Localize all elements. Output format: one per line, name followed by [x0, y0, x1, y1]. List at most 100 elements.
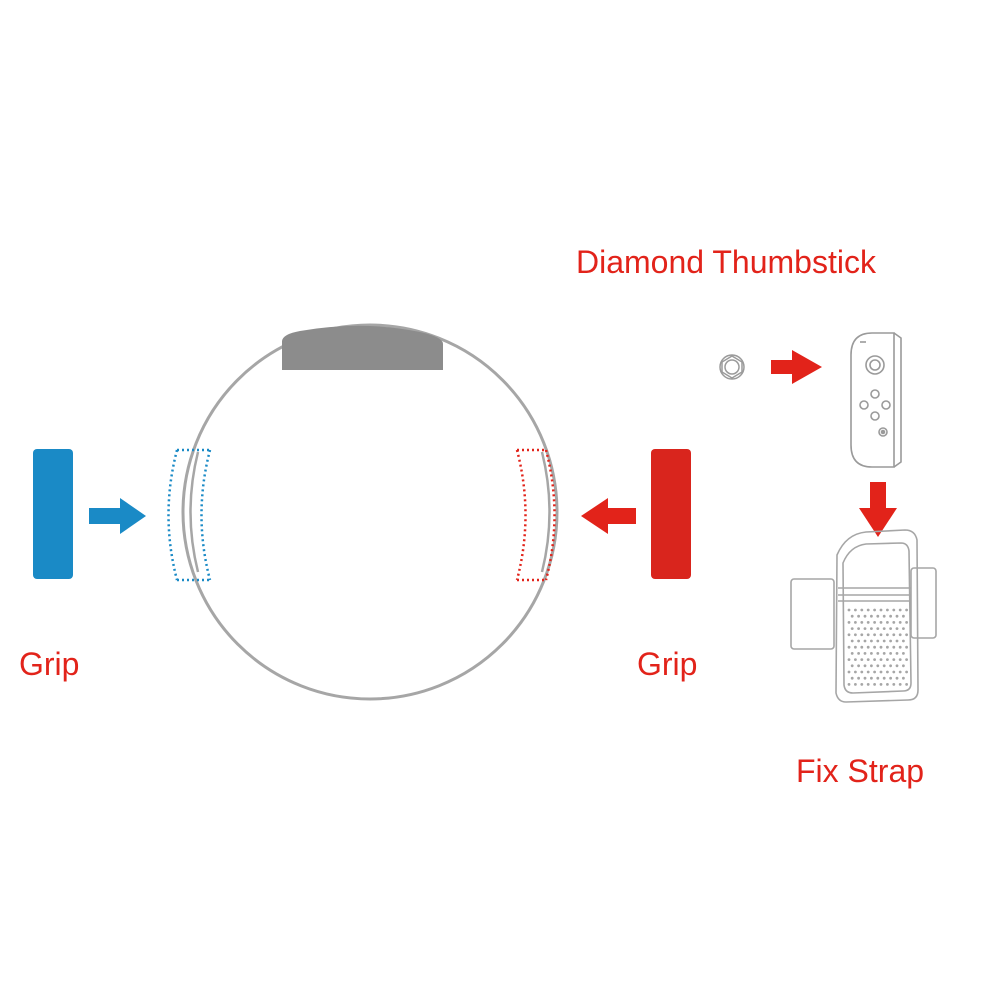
mesh-dot: [892, 633, 896, 637]
mesh-dot: [905, 645, 908, 649]
mesh-dot: [886, 670, 889, 674]
mesh-dot: [847, 621, 851, 624]
ring-top-handle: [282, 325, 443, 370]
mesh-dot: [857, 664, 860, 668]
mesh-dot: [863, 614, 867, 618]
mesh-dot: [866, 645, 870, 649]
mesh-dot: [850, 652, 854, 655]
mesh-dot: [898, 621, 902, 624]
mesh-dot: [857, 652, 860, 655]
mesh-dot: [902, 664, 905, 668]
mesh-dot: [895, 614, 899, 618]
diamond-thumbstick-label: Diamond Thumbstick: [576, 244, 876, 280]
mesh-dot: [889, 676, 892, 680]
left-grip-label: Grip: [19, 646, 80, 682]
mesh-dot: [879, 608, 883, 612]
mesh-dot: [902, 676, 905, 680]
mesh-dot: [866, 633, 870, 637]
joy-con-controller-icon: [850, 332, 902, 468]
right-grip-slot: [515, 448, 556, 582]
mesh-dot: [892, 621, 896, 624]
mesh-dot: [847, 645, 851, 649]
mesh-dot: [854, 633, 857, 637]
mesh-dot: [889, 664, 892, 668]
mesh-dot: [870, 676, 873, 680]
mesh-dot: [879, 670, 883, 674]
mesh-dot: [847, 683, 851, 686]
mesh-dot: [857, 614, 860, 618]
mesh-dot: [882, 639, 886, 643]
mesh-dot: [905, 658, 908, 661]
mesh-dot: [902, 639, 905, 643]
mesh-dot: [860, 645, 864, 649]
mesh-dot: [876, 676, 880, 680]
mesh-dot: [886, 633, 889, 637]
mesh-dot: [889, 614, 892, 618]
mesh-dot: [898, 633, 902, 637]
mesh-dot: [870, 639, 873, 643]
mesh-dot: [863, 652, 867, 655]
ring-con: [181, 323, 559, 701]
mesh-dot: [876, 652, 880, 655]
mesh-dot: [854, 608, 857, 612]
mesh-dot: [850, 664, 854, 668]
mesh-dot: [892, 683, 896, 686]
mesh-dot: [879, 621, 883, 624]
mesh-dot: [863, 639, 867, 643]
left-grip-arrow: [89, 498, 146, 534]
mesh-dot: [850, 639, 854, 643]
mesh-dot: [902, 652, 905, 655]
mesh-dot: [905, 633, 908, 637]
mesh-dot: [873, 683, 876, 686]
mesh-dot: [870, 614, 873, 618]
mesh-dot: [879, 683, 883, 686]
mesh-dot: [870, 664, 873, 668]
mesh-dot: [886, 683, 889, 686]
mesh-dot: [882, 652, 886, 655]
mesh-dot: [860, 683, 864, 686]
mesh-dot: [898, 683, 902, 686]
mesh-dot: [873, 608, 876, 612]
mesh-dot: [879, 633, 883, 637]
mesh-dot: [895, 627, 899, 630]
mesh-dot: [850, 676, 854, 680]
mesh-dot: [876, 639, 880, 643]
mesh-dot: [870, 627, 873, 630]
mesh-dot: [895, 664, 899, 668]
fix-strap-label: Fix Strap: [796, 753, 925, 789]
strap-mesh-pattern: [847, 608, 908, 686]
mesh-dot: [879, 658, 883, 661]
mesh-dot: [866, 621, 870, 624]
mesh-dot: [857, 676, 860, 680]
mesh-dot: [854, 658, 857, 661]
right-grip-label: Grip: [637, 646, 698, 682]
mesh-dot: [857, 627, 860, 630]
right-grip-arrow: [581, 498, 636, 534]
mesh-dot: [892, 608, 896, 612]
mesh-dot: [889, 627, 892, 630]
mesh-dot: [873, 658, 876, 661]
mesh-dot: [892, 645, 896, 649]
mesh-dot: [895, 652, 899, 655]
mesh-dot: [873, 633, 876, 637]
mesh-dot: [905, 683, 908, 686]
mesh-dot: [905, 621, 908, 624]
mesh-dot: [902, 614, 905, 618]
mesh-dot: [886, 608, 889, 612]
thumbstick-arrow: [771, 350, 822, 384]
leg-strap-icon: [790, 529, 937, 703]
joycon-arrow: [859, 482, 897, 537]
right-grip: [651, 449, 691, 579]
mesh-dot: [866, 670, 870, 674]
mesh-dot: [895, 676, 899, 680]
mesh-dot: [873, 621, 876, 624]
mesh-dot: [860, 621, 864, 624]
mesh-dot: [860, 608, 864, 612]
mesh-dot: [847, 658, 851, 661]
mesh-dot: [886, 658, 889, 661]
mesh-dot: [847, 633, 851, 637]
mesh-dot: [873, 645, 876, 649]
mesh-dot: [860, 670, 864, 674]
ring-left-band: [189, 451, 200, 573]
mesh-dot: [892, 658, 896, 661]
